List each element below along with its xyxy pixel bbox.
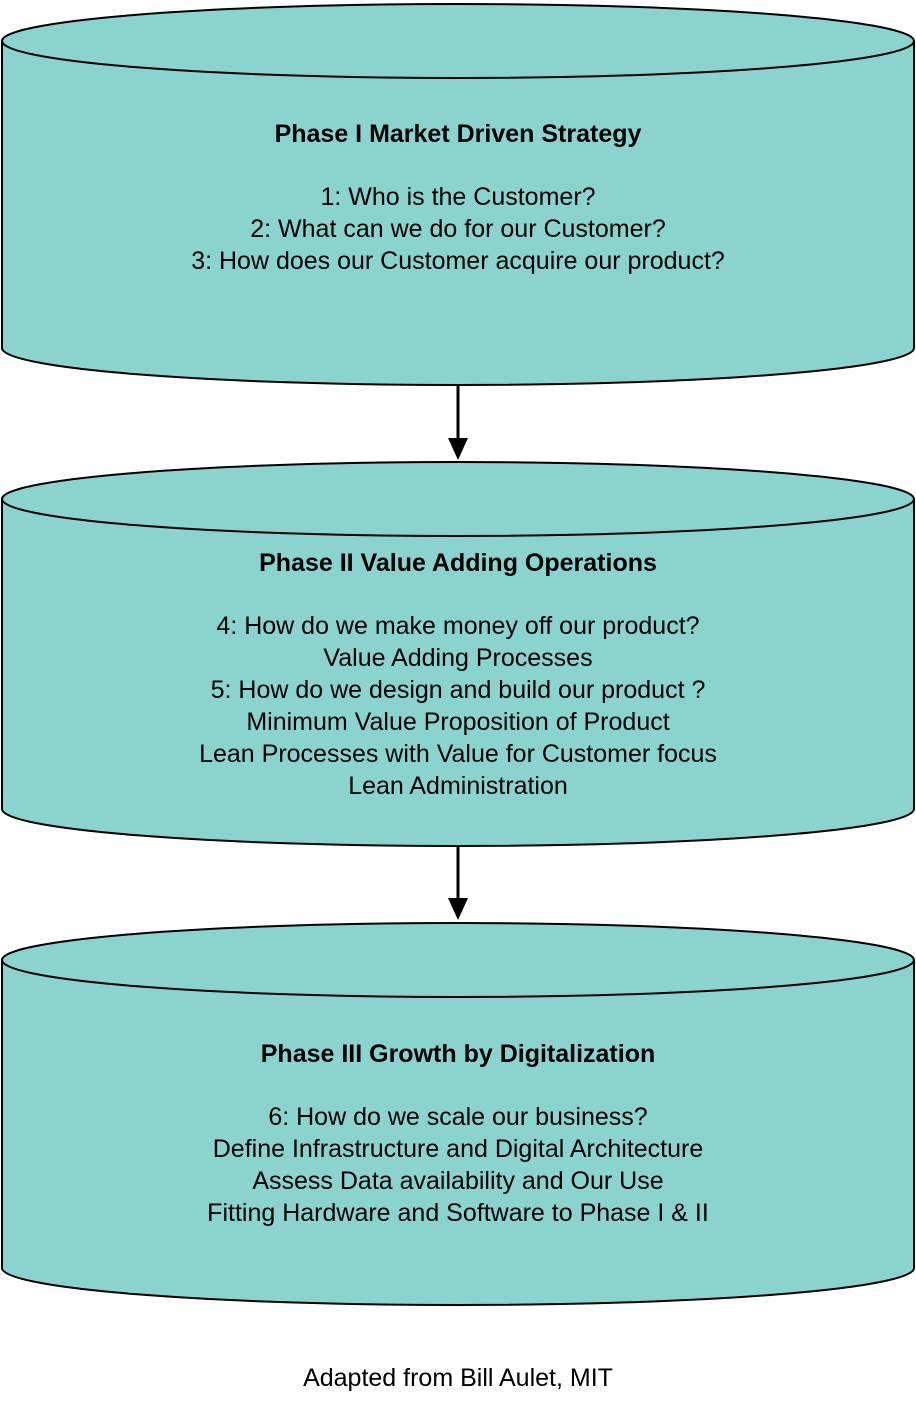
credit-text: Adapted from Bill Aulet, MIT [303,1364,613,1392]
phase-2-line-6: Lean Administration [348,772,568,800]
phase-3-text: Phase III Growth by Digitalization 6: Ho… [0,1038,916,1229]
phase-1-title: Phase I Market Driven Strategy [274,120,642,148]
phase-3-line-2: Define Infrastructure and Digital Archit… [212,1135,704,1163]
phase-3-line-3: Assess Data availability and Our Use [252,1167,664,1195]
arrow-phase-1-to-2 [448,386,468,460]
phase-3-line-1: 6: How do we scale our business? [268,1103,648,1131]
phase-2-line-4: Minimum Value Proposition of Product [246,708,670,736]
phase-1-line-1: 1: Who is the Customer? [320,183,596,211]
phase-3-cylinder [0,922,915,1306]
phase-1-line-2: 2: What can we do for our Customer? [250,215,666,243]
phase-2-line-5: Lean Processes with Value for Customer f… [199,740,717,768]
phase-1-text: Phase I Market Driven Strategy 1: Who is… [0,118,916,277]
phase-2-cylinder [0,461,915,847]
phase-2-line-3: 5: How do we design and build our produc… [210,676,706,704]
phase-1-cylinder [0,3,915,386]
phase-2-text: Phase II Value Adding Operations 4: How … [0,547,916,802]
phase-2-line-2: Value Adding Processes [323,644,593,672]
arrow-phase-2-to-3 [448,847,468,920]
phase-3-title: Phase III Growth by Digitalization [260,1040,656,1068]
phase-2-title: Phase II Value Adding Operations [259,549,657,577]
phase-2-line-1: 4: How do we make money off our product? [216,612,700,640]
phase-1-line-3: 3: How does our Customer acquire our pro… [191,247,725,275]
phase-3-line-4: Fitting Hardware and Software to Phase I… [207,1199,709,1227]
